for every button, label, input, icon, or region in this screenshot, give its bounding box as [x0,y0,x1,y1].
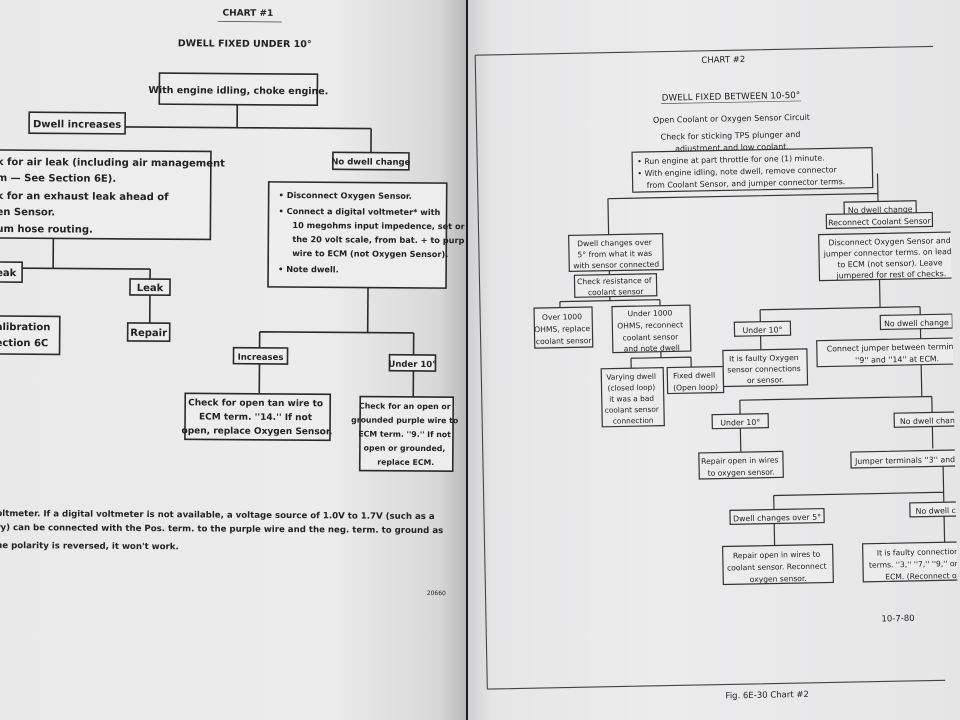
under-10-b-label: Under 10° [720,418,760,428]
varying-dwell-text: Varying dwell (closed loop) it was a bad… [604,372,661,426]
dwell-increases-label: Dwell increases [33,119,121,131]
fixed-dwell-text: Fixed dwell (Open loop) [673,371,718,393]
no-leak-label: eak [0,268,17,279]
start-box [158,72,319,107]
leak-box [129,278,171,296]
under-10-a-label: Under 10° [742,325,782,335]
leak-label: Leak [137,283,164,294]
repair-label: Repair [130,328,167,339]
page-code: 20660 [427,590,446,597]
chart-2-header: CHART #2 [701,55,745,66]
no-dwell-change-label: No dwell change [331,157,410,168]
faulty-connection-text: It is faulty connection to EC terms. ''3… [869,546,960,581]
dwell-changes-over-5-b-box [729,507,825,525]
chart-1-title: DWELL FIXED UNDER 10° [178,38,312,50]
repair-box [126,322,171,342]
over-1000-box [533,306,594,349]
right-page: CHART #2 DWELL FIXED BETWEEN 10-50° Open… [468,0,960,720]
increases-box [232,346,289,365]
disconnect-o2-text: • Disconnect Oxygen Sensor. • Connect a … [278,190,466,275]
faulty-o2-box [722,348,809,388]
connect-jumper-text: Connect jumper between terminals ''9'' a… [827,342,960,366]
repair-o2-wires-text: Repair open in wires to oxygen sensor. [701,455,781,478]
faulty-o2-text: It is faulty Oxygen sensor connections o… [727,353,803,385]
purple-wire-text: Check for an open or grounded purple wir… [351,401,461,467]
no-dwell-change-box [332,151,410,171]
no-dwell-change-2-label: No dwell change [884,318,949,328]
start-text: With engine idling, choke engine. [148,85,328,97]
calibration-text: alibration ection 6C [0,322,54,349]
no-leak-box [0,261,23,283]
dwell-changes-over-5-text: Dwell changes over 5° from what it was w… [573,238,660,271]
reconnect-coolant-label: Reconnect Coolant Sensor [828,216,932,227]
varying-dwell-box [600,367,665,428]
run-engine-text: • Run engine at part throttle for one (1… [637,153,845,190]
tan-wire-text: Check for open tan wire to ECM term. ''1… [181,398,332,437]
jumper-3-7-label: Jumper terminals ''3'' and ''7'' at E [854,454,960,466]
increases-label: Increases [238,353,284,363]
under-10-b-box [711,413,769,430]
no-dwell-change-3-label: No dwell change [900,416,960,426]
chart-1-flowchart: CHART #1 DWELL FIXED UNDER 10° With engi… [0,9,466,597]
chart-1-header: CHART #1 [223,9,274,19]
reconnect-coolant-box [825,211,934,230]
calibration-box [0,315,61,356]
footnote-text: oltmeter. If a digital voltmeter is not … [0,509,446,554]
dwell-changes-over-5-box [568,233,664,273]
run-engine-box [631,146,874,193]
repair-o2-wires-box [698,450,784,480]
chart-1-connectors [7,104,415,397]
connect-jumper-box [816,336,960,368]
repair-coolant-wires-text: Repair open in wires to coolant sensor. … [727,549,830,584]
chart-2-title: DWELL FIXED BETWEEN 10-50° [662,91,801,104]
faulty-connection-box [861,540,960,583]
air-leak-box [0,149,212,241]
check-resistance-box [573,273,658,298]
disconnect-o2-box [267,181,448,289]
no-dwell-change-4-label: No dwell change [916,506,960,516]
under-10-a-box [733,320,792,337]
disconnect-o2-jumper-text: Disconnect Oxygen Sensor and jumper conn… [822,236,958,281]
purple-wire-box [358,395,455,472]
no-dwell-change-1-label: No dwell change [848,205,913,215]
dwell-changes-over-5-b-label: Dwell changes over 5° [733,513,821,524]
no-dwell-change-3-box [893,411,960,428]
no-dwell-change-2-box [879,313,954,331]
jumper-3-7-box [850,448,960,469]
dwell-increases-box [28,111,127,135]
chart-2-flowchart: CHART #2 DWELL FIXED BETWEEN 10-50° Open… [474,45,960,702]
check-resistance-text: Check resistance of coolant sensor [577,276,654,297]
page-frame [474,45,946,690]
chart-2-subtitle: Open Coolant or Oxygen Sensor Circuit [653,113,810,125]
under-10-box [388,353,437,372]
over-1000-text: Over 1000 OHMS, replace coolant sensor [534,312,593,346]
under-1000-box [611,304,692,354]
left-page: CHART #1 DWELL FIXED UNDER 10° With engi… [0,0,466,720]
chart-2-date: 10-7-80 [881,614,914,625]
check-tps-text: Check for sticking TPS plunger and adjus… [660,130,803,154]
under-10-label: Under 10° [388,360,436,370]
under-1000-text: Under 1000 OHMS, reconnect coolant senso… [617,308,686,353]
air-leak-text: k for air leak (including air management… [0,157,228,237]
tan-wire-box [184,392,332,442]
no-dwell-change-4-box [909,500,960,518]
repair-coolant-wires-box [722,543,834,586]
figure-caption: Fig. 6E-30 Chart #2 [725,690,809,702]
